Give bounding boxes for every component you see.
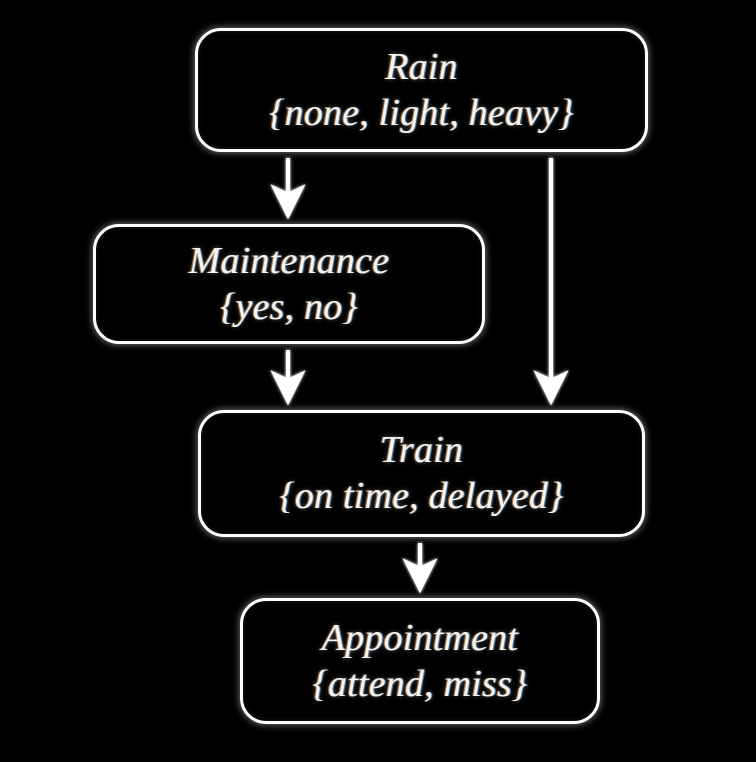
node-maintenance[interactable]: Maintenance {yes, no} <box>93 224 485 344</box>
node-train-states: {on time, delayed} <box>279 475 564 517</box>
node-appointment[interactable]: Appointment {attend, miss} <box>240 598 600 724</box>
node-maintenance-title: Maintenance <box>188 239 390 282</box>
node-train[interactable]: Train {on time, delayed} <box>198 410 645 537</box>
node-maintenance-states: {yes, no} <box>220 285 358 328</box>
node-train-title: Train <box>379 429 464 472</box>
node-rain-title: Rain <box>385 45 458 88</box>
node-rain[interactable]: Rain {none, light, heavy} <box>195 28 648 152</box>
node-rain-states: {none, light, heavy} <box>269 91 574 134</box>
node-appointment-title: Appointment <box>321 616 519 659</box>
node-appointment-states: {attend, miss} <box>312 662 528 705</box>
